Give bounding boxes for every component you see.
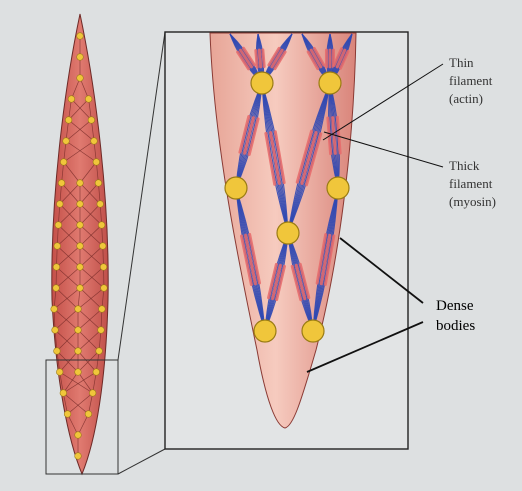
label-dense-bodies: Dense bodies <box>436 298 475 334</box>
whole-cell-dense-body <box>99 243 106 250</box>
zoom-connector-top <box>118 32 165 360</box>
magnified-panel <box>165 32 408 449</box>
whole-cell-dense-body <box>77 285 84 292</box>
whole-cell-dense-body <box>85 96 92 103</box>
label-thick-filament: Thick filament (myosin) <box>449 158 496 209</box>
thick-filament-label-line2: filament <box>449 176 493 191</box>
whole-cell-dense-body <box>77 54 84 61</box>
thin-filament-label-line1: Thin <box>449 55 474 70</box>
dense-body <box>277 222 299 244</box>
dense-body <box>319 72 341 94</box>
whole-cell <box>51 14 108 474</box>
thick-filament <box>263 50 264 67</box>
whole-cell-dense-body <box>85 411 92 418</box>
whole-cell-dense-body <box>75 432 82 439</box>
thin-filament-label-line3: (actin) <box>449 91 483 106</box>
dense-body <box>225 177 247 199</box>
whole-cell-dense-body <box>58 180 65 187</box>
whole-cell-dense-body <box>98 327 105 334</box>
whole-cell-dense-body <box>98 222 105 229</box>
whole-cell-dense-body <box>88 117 95 124</box>
whole-cell-dense-body <box>93 159 100 166</box>
thick-filament-label-line1: Thick <box>449 158 480 173</box>
dense-body <box>327 177 349 199</box>
whole-cell-dense-body <box>75 348 82 355</box>
whole-cell-dense-body <box>65 117 72 124</box>
whole-cell-dense-body <box>75 306 82 313</box>
dense-bodies-label-line2: bodies <box>436 318 475 334</box>
whole-cell-dense-body <box>101 285 108 292</box>
whole-cell-dense-body <box>97 201 104 208</box>
whole-cell-dense-body <box>93 369 100 376</box>
thick-filament <box>256 50 257 67</box>
whole-cell-dense-body <box>68 96 75 103</box>
whole-cell-dense-body <box>63 138 70 145</box>
whole-cell-dense-body <box>77 75 84 82</box>
whole-cell-dense-body <box>100 264 107 271</box>
whole-cell-dense-body <box>75 453 82 460</box>
whole-cell-dense-body <box>64 411 71 418</box>
whole-cell-dense-body <box>56 369 63 376</box>
whole-cell-dense-body <box>77 180 84 187</box>
whole-cell-dense-body <box>99 306 106 313</box>
whole-cell-dense-body <box>75 369 82 376</box>
whole-cell-dense-body <box>77 222 84 229</box>
dense-bodies-label-line1: Dense <box>436 298 474 314</box>
thick-filament <box>259 50 260 67</box>
whole-cell-dense-body <box>51 306 58 313</box>
whole-cell-dense-body <box>53 285 60 292</box>
whole-cell-dense-body <box>54 243 61 250</box>
dense-body <box>302 320 324 342</box>
whole-cell-dense-body <box>77 264 84 271</box>
whole-cell-dense-body <box>60 159 67 166</box>
whole-cell-dense-body <box>91 138 98 145</box>
whole-cell-dense-body <box>96 348 103 355</box>
label-thin-filament: Thin filament (actin) <box>449 55 493 106</box>
whole-cell-dense-body <box>60 390 67 397</box>
whole-cell-dense-body <box>77 33 84 40</box>
thick-filament-label-line3: (myosin) <box>449 194 496 209</box>
whole-cell-dense-body <box>89 390 96 397</box>
whole-cell-dense-body <box>95 180 102 187</box>
dense-body <box>251 72 273 94</box>
whole-cell-dense-body <box>57 201 64 208</box>
whole-cell-dense-body <box>53 264 60 271</box>
whole-cell-dense-body <box>77 201 84 208</box>
whole-cell-dense-body <box>75 327 82 334</box>
whole-cell-dense-body <box>77 243 84 250</box>
zoom-connector-bottom <box>118 449 165 474</box>
thin-filament-label-line2: filament <box>449 73 493 88</box>
dense-body <box>254 320 276 342</box>
whole-cell-dense-body <box>52 327 59 334</box>
whole-cell-dense-body <box>55 222 62 229</box>
whole-cell-dense-body <box>54 348 61 355</box>
